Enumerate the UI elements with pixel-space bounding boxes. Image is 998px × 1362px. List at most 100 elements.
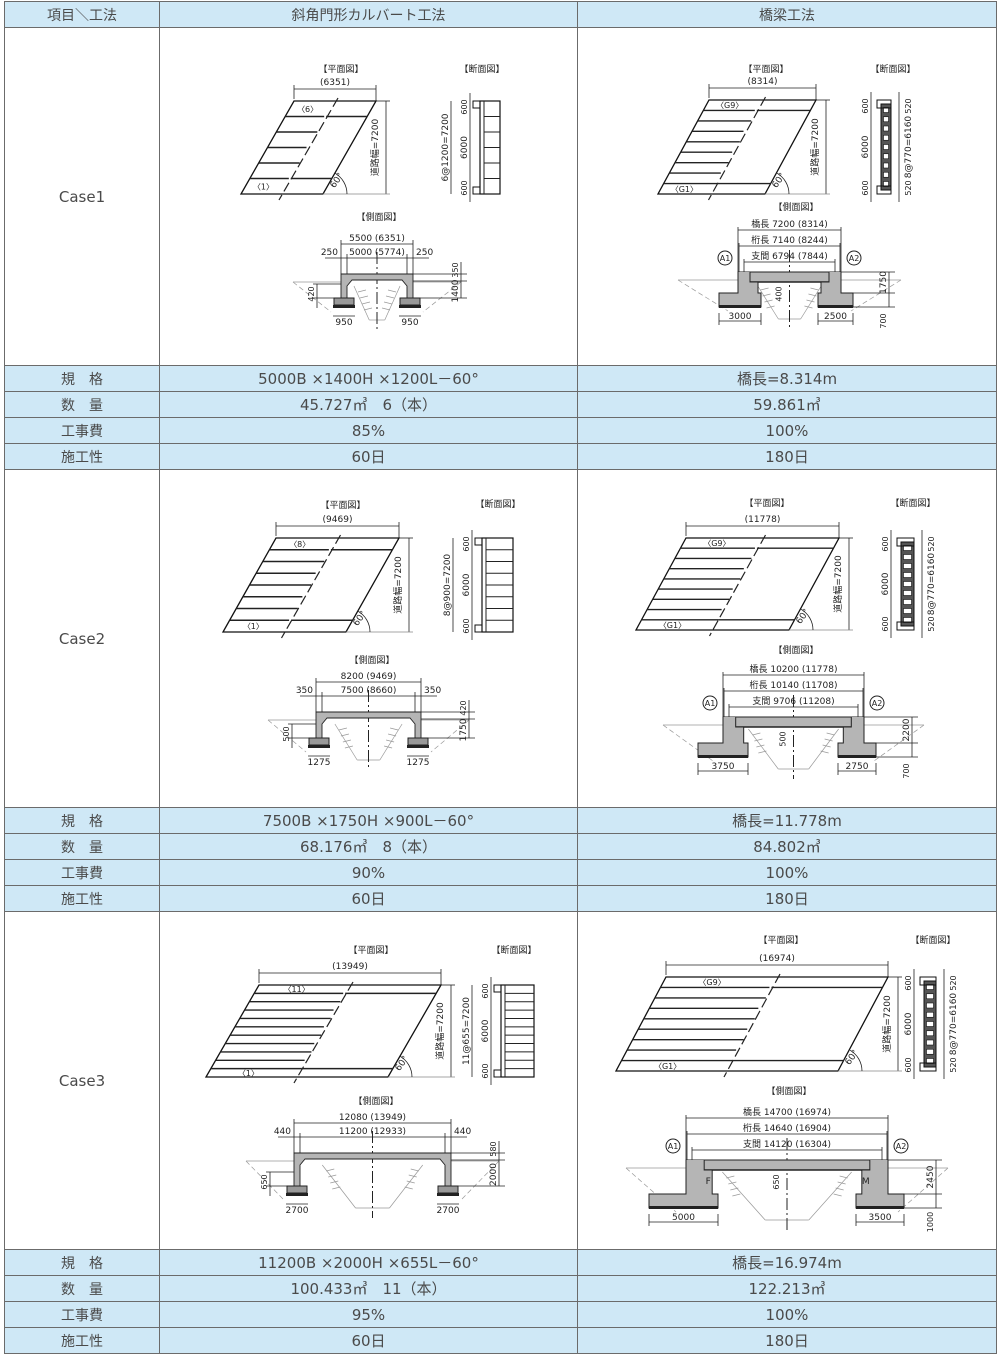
abutment-a1 [648,1160,719,1209]
culvert-period-value: 60日 [159,885,578,912]
line [732,1193,741,1197]
footing-height-label: 420 [307,286,316,301]
line [388,733,397,737]
sec-mid-label: 6000 [881,572,891,595]
row-label-cost: 工事費 [4,1301,160,1328]
notch [493,984,502,993]
bridge-drawing: 【平面図】【断面図】【側面図】(16974)〈G9〉〈G1〉道路幅=720060… [614,934,959,1232]
girder-box [926,993,934,1000]
section-title: 【断面図】 [890,497,935,509]
section-title: 【断面図】 [459,63,504,75]
girder-box [903,599,912,605]
section-title: 【断面図】 [491,944,536,956]
road-width-label: 道路幅=7200 [369,119,381,177]
line [359,295,369,299]
a2-marker [846,250,862,266]
bottom-unit-label: 〈G1〉 [671,185,698,194]
girder-edge-label: 520 [927,536,936,551]
section-title: 【断面図】 [910,934,955,946]
girder-box [903,590,912,596]
side-title: 【側面図】 [766,1085,811,1097]
line [808,293,817,297]
section-title: 【断面図】 [870,63,915,75]
line [804,305,813,309]
bearing-movable-label: M [862,1177,870,1187]
line [338,727,347,731]
footing-left-label: 2700 [286,1206,309,1216]
road-width-label: 道路幅=7200 [809,118,821,176]
row-qty: 数 量 68.176㎥ 8（本） 84.802㎥ [4,833,997,860]
line [722,1171,766,1221]
culvert-drawing: 【平面図】【断面図】【側面図】(6351)〈6〉〈1〉道路幅=720060°60… [239,63,505,330]
plan-length-label: (9469) [323,515,353,525]
side-view: 橋長 7200 (8314)桁長 7140 (8244)支間 6794 (784… [677,218,902,329]
footing [286,1185,308,1194]
footing-base [649,1206,718,1209]
angle-arc [399,1055,413,1078]
line [430,719,470,753]
line [730,1187,739,1191]
sec-mid-label: 6000 [481,1019,491,1042]
girder-pitch-label: 8@770=6160 [949,993,959,1056]
plan-length-label: (8314) [748,77,778,87]
culvert-qty-value: 68.176㎥ 8（本） [159,833,578,860]
line [330,1180,339,1184]
footing-height-label: 1000 [926,1212,935,1232]
sec-bot-label: 600 [462,618,471,633]
plan-title: 【平面図】 [320,500,365,511]
line [353,285,370,321]
break-line [280,534,342,639]
plan-length-label: (11778) [745,515,781,525]
drawing-row: Case1 【平面図】【断面図】【側面図】(6351)〈6〉〈1〉道路幅=720… [4,27,997,366]
wall-left-label: 440 [274,1127,291,1137]
footing [407,737,429,746]
bottom-unit-label: 〈G1〉 [654,1062,681,1071]
sec-bot-label: 600 [904,1057,913,1072]
girder-height-label: 500 [779,731,788,746]
height-label: 1750 [459,718,469,741]
footing-base [856,1206,904,1209]
footing-base [286,1193,308,1196]
angle-label: 60° [795,607,812,626]
line [460,1160,500,1201]
line [756,744,765,748]
break-line [708,534,767,637]
wall-right-label: 350 [424,686,441,696]
bottom-unit-label: 〈1〉 [253,182,274,191]
side-title: 【側面図】 [773,201,818,213]
footing-base [399,305,421,308]
girder-box [883,162,889,169]
line [389,1164,424,1209]
sec-mid-label: 6000 [861,135,871,158]
notch [474,537,483,546]
footing-right-label: 2500 [824,312,847,322]
bridge-len-label: 橋長 10200 (11778) [749,663,837,675]
angle-label: 60° [394,1054,411,1073]
footing-base [818,305,853,308]
plan-outline [239,100,378,195]
sec-top-label: 600 [861,98,870,113]
bridge-qty-value: 59.861㎥ [577,391,997,418]
sec-bot-label: 600 [881,616,890,631]
culvert-spec-value: 11200B ×2000H ×655L－60° [159,1249,578,1276]
row-cost: 工事費 85% 100% [4,417,997,444]
culvert-spec-value: 7500B ×1750H ×900L－60° [159,807,578,834]
line [810,287,819,291]
flange [876,185,892,195]
line [384,285,401,321]
side-view: 橋長 10200 (11778)桁長 10140 (11708)支間 9706 … [662,663,925,779]
line [754,738,763,742]
row-label-spec: 規 格 [4,365,160,392]
flange [919,976,937,986]
footing-base [308,745,330,748]
girder-height-label: 400 [775,286,784,301]
bridge-period-value: 180日 [577,1327,997,1354]
line [386,739,395,743]
sec-top-label: 600 [481,983,490,998]
